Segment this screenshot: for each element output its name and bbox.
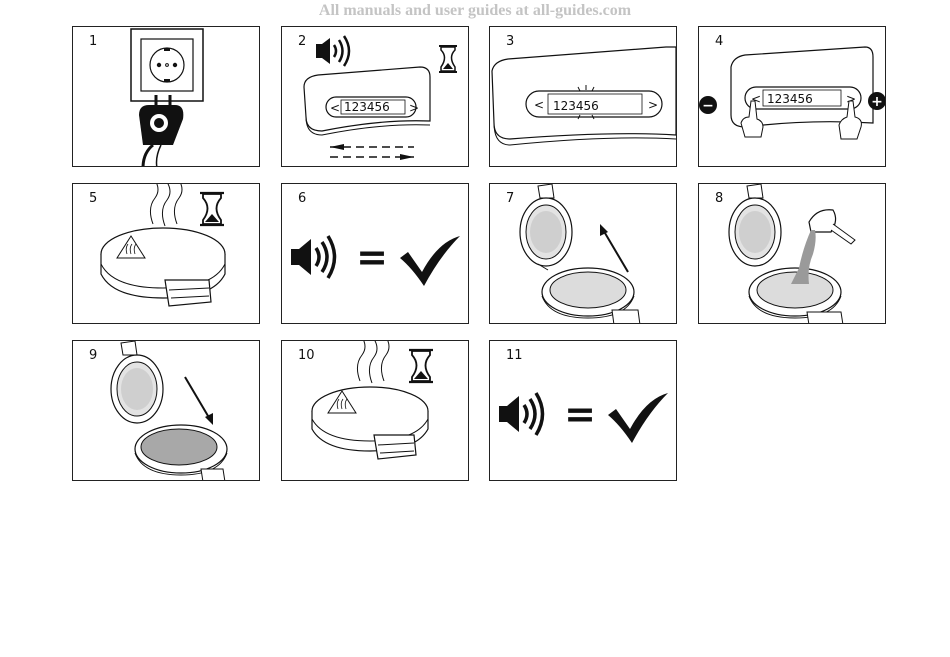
display-digits: 123456 — [553, 99, 599, 113]
power-socket-icon — [130, 28, 204, 102]
pour-batter-illustration — [728, 184, 856, 323]
checkmark-icon — [608, 393, 668, 443]
arrow-icon — [184, 376, 213, 425]
step-panel-6: 6 = — [281, 183, 469, 324]
left-arrow-label: < — [534, 98, 544, 112]
left-arrow-label: < — [751, 92, 761, 106]
minus-symbol: − — [702, 98, 714, 114]
step-number: 5 — [89, 191, 98, 206]
heat-warning-icon — [116, 235, 146, 259]
plus-button-icon: + — [868, 92, 885, 110]
ready-signal-illustration: = — [291, 235, 460, 286]
waffle-maker-icon — [728, 184, 844, 323]
hourglass-icon — [409, 348, 433, 384]
step-panel-2: 2 < > 123456 — [281, 26, 469, 167]
step-number: 3 — [506, 34, 515, 49]
step-number: 2 — [298, 34, 307, 49]
close-lid-illustration — [110, 341, 228, 480]
waffle-maker-icon — [311, 386, 429, 460]
waffle-maker-icon: < > 123456 — [730, 46, 874, 128]
heat-warning-icon — [327, 390, 357, 414]
step-panel-5: 5 — [72, 183, 260, 324]
left-arrow-label: < — [330, 101, 340, 115]
plus-symbol: + — [871, 94, 883, 110]
speaker-icon — [499, 392, 545, 436]
arrow-icon — [600, 224, 629, 273]
display-digits: 123456 — [344, 100, 390, 114]
waffle-maker-icon: < > 123456 — [491, 46, 676, 146]
steam-icon — [356, 341, 390, 384]
steam-icon — [149, 184, 183, 227]
right-arrow-label: > — [648, 98, 658, 112]
step-panel-11: 11 = — [489, 340, 677, 481]
adjust-time-illustration: < > 123456 − + — [699, 46, 885, 140]
arrow-icon — [330, 144, 414, 160]
batter-pitcher-icon — [791, 209, 856, 284]
step-number: 1 — [89, 34, 98, 49]
done-signal-illustration: = — [499, 392, 668, 443]
right-arrow-label: > — [409, 101, 419, 115]
step-number: 6 — [298, 191, 307, 206]
speaker-icon — [291, 235, 337, 279]
step-number: 7 — [506, 191, 515, 206]
waffle-maker-icon: < > 123456 — [303, 66, 431, 136]
hourglass-icon — [439, 45, 457, 73]
step-number: 4 — [715, 34, 724, 49]
equals-sign: = — [356, 235, 388, 279]
display-select-illustration: < > 123456 — [491, 46, 676, 146]
hand-icon — [740, 100, 862, 140]
step-number: 9 — [89, 348, 98, 363]
baking-illustration — [311, 341, 433, 460]
waffle-maker-icon — [100, 227, 226, 307]
waffle-maker-icon — [110, 341, 228, 480]
open-lid-illustration — [519, 184, 641, 323]
step-number: 8 — [715, 191, 724, 206]
step-panel-7: 7 — [489, 183, 677, 324]
equals-sign: = — [564, 392, 596, 436]
step-panel-1: 1 — [72, 26, 260, 167]
checkmark-icon — [400, 236, 460, 286]
socket-plug-illustration — [130, 28, 204, 166]
display-countdown-illustration: < > 123456 — [303, 35, 457, 160]
step-panel-3: 3 < > 123456 — [489, 26, 677, 167]
preheat-illustration — [100, 184, 226, 307]
step-panel-8: 8 — [698, 183, 886, 324]
step-panel-10: 10 — [281, 340, 469, 481]
step-panel-9: 9 — [72, 340, 260, 481]
display-digits: 123456 — [767, 92, 813, 106]
step-number: 11 — [506, 348, 523, 363]
waffle-maker-icon — [519, 184, 641, 323]
speaker-icon — [316, 35, 351, 67]
hourglass-icon — [200, 191, 224, 227]
right-arrow-label: > — [846, 92, 856, 106]
step-panel-4: 4 < > 123456 − + — [698, 26, 886, 167]
step-number: 10 — [298, 348, 315, 363]
plug-icon — [139, 95, 184, 166]
minus-button-icon: − — [699, 96, 717, 114]
watermark: All manuals and user guides at all-guide… — [318, 2, 632, 19]
